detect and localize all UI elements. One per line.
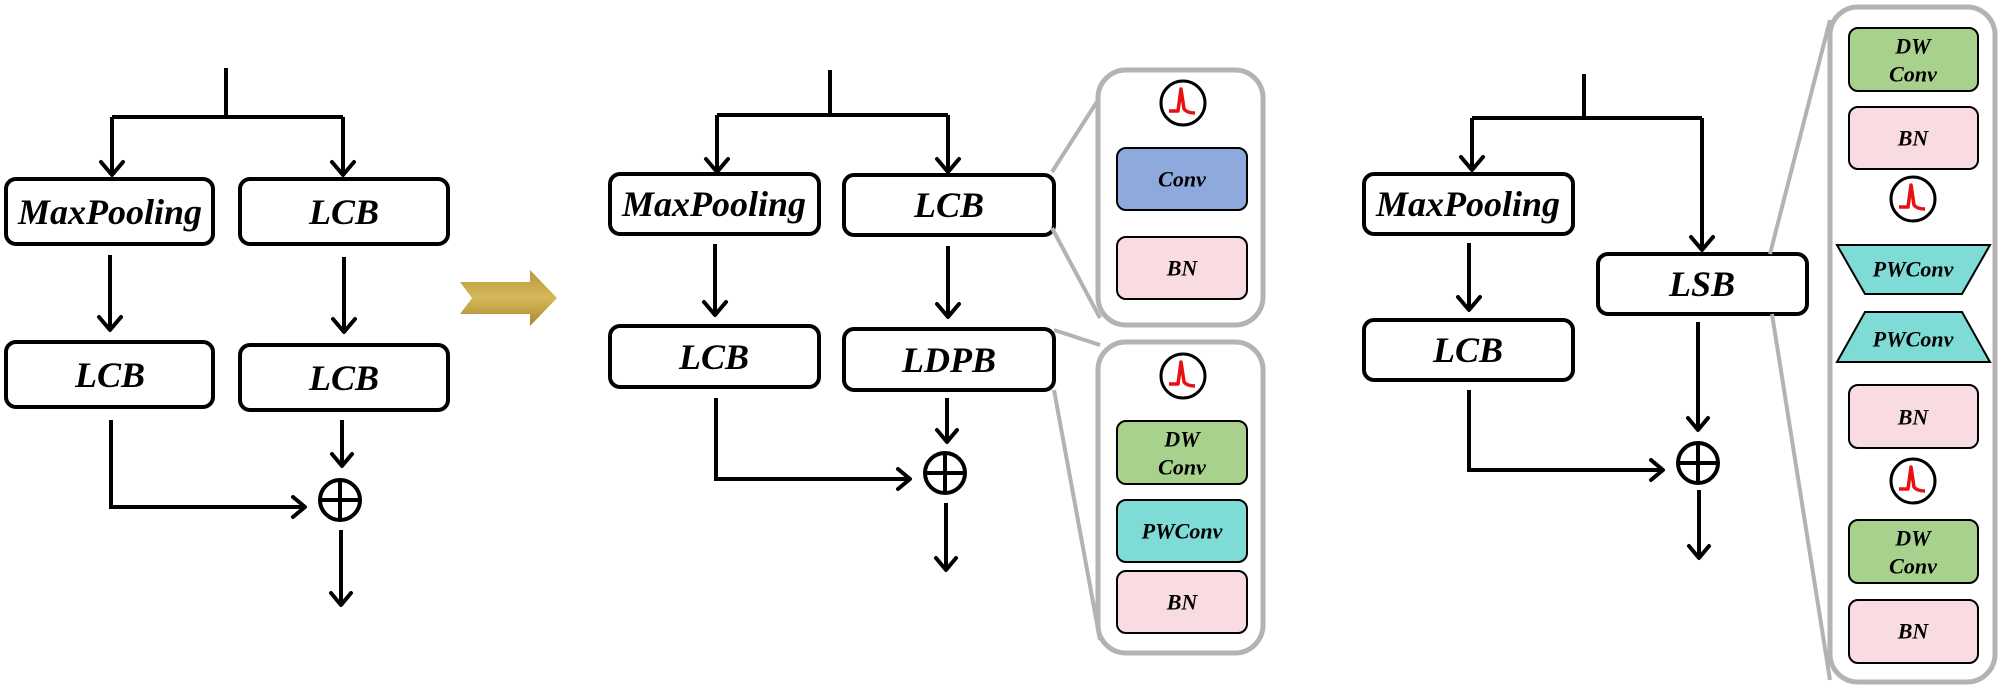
layer-label: BN — [1897, 126, 1930, 151]
arrow-head-icon — [97, 315, 123, 332]
layer-label: BN — [1166, 590, 1199, 615]
spike-activation-icon — [1889, 457, 1937, 505]
block-label: MaxPooling — [621, 184, 806, 224]
arrow-head-icon — [291, 495, 307, 519]
arrow-head-icon — [99, 160, 125, 177]
detail-connector — [1768, 19, 1832, 255]
spike-activation-icon — [1159, 352, 1207, 400]
right-arrow-icon — [460, 270, 557, 326]
layer-pwconv — [1116, 499, 1248, 563]
layer-bn — [1848, 106, 1979, 170]
spike-activation-icon — [1889, 175, 1937, 223]
arrow-head-icon — [1689, 235, 1715, 252]
block-lcb-bottom-right: LCB — [238, 343, 450, 412]
layer-bn — [1116, 570, 1248, 634]
skip-line — [714, 398, 910, 481]
diagram-3: MaxPooling LCB LSB DW C — [1362, 4, 1998, 685]
arrow-head-icon — [330, 452, 354, 468]
block-label: LSB — [1668, 264, 1735, 304]
block-lcb: LCB — [842, 173, 1056, 237]
block-label: LCB — [74, 355, 145, 395]
block-label: LCB — [308, 192, 379, 232]
skip-line — [1467, 390, 1663, 472]
arrow-head-icon — [330, 160, 356, 177]
arrow-head-icon — [935, 157, 961, 174]
ldpb-detail-panel: DW Conv PWConv BN — [1095, 339, 1266, 656]
block-maxpooling: MaxPooling — [1362, 172, 1575, 236]
arrow-head-icon — [935, 302, 961, 319]
add-icon — [1676, 441, 1720, 485]
block-label: LCB — [678, 337, 749, 377]
block-label: MaxPooling — [1375, 184, 1560, 224]
arrow-head-icon — [329, 591, 353, 607]
layer-label-line1: DW — [1163, 427, 1201, 452]
block-label: LDPB — [901, 340, 996, 380]
detail-connector — [1050, 227, 1102, 319]
arrow-head-icon — [1687, 544, 1711, 560]
detail-connector — [1770, 313, 1832, 681]
arrow-head-icon — [1456, 295, 1482, 312]
block-label: LCB — [913, 185, 984, 225]
layer-label: Conv — [1158, 167, 1206, 192]
arrow-head-icon — [1459, 155, 1485, 172]
block-label: LCB — [1432, 330, 1503, 370]
block-maxpooling: MaxPooling — [608, 172, 821, 236]
lsb-detail-panel: DW Conv BN PWConv PWConv BN DW Conv BN — [1827, 4, 1998, 685]
layer-dwconv — [1116, 420, 1248, 485]
layer-label-line2: Conv — [1158, 455, 1206, 480]
block-lcb: LCB — [1362, 318, 1575, 382]
diagram-2: MaxPooling LCB LCB LDPB — [608, 67, 1266, 656]
spike-activation-icon — [1159, 79, 1207, 127]
diagram-1: MaxPooling LCB LCB LCB — [4, 68, 450, 607]
layer-bn — [1116, 236, 1248, 300]
lcb-detail-panel: Conv BN — [1095, 67, 1266, 328]
arrow-head-icon — [1649, 458, 1665, 482]
add-icon — [923, 451, 967, 495]
detail-connector — [1050, 95, 1102, 174]
layer-label-line1: DW — [1894, 34, 1932, 59]
block-maxpooling: MaxPooling — [4, 177, 215, 246]
layer-label-line2: Conv — [1889, 554, 1937, 579]
arrow-head-icon — [331, 317, 357, 334]
layer-label: BN — [1897, 405, 1930, 430]
block-lcb-bottom: LCB — [608, 324, 821, 389]
arrow-head-icon — [935, 428, 959, 444]
layer-dwconv — [1848, 27, 1979, 92]
arrow-head-icon — [702, 300, 728, 317]
add-icon — [318, 478, 362, 522]
layer-pwconv-up — [1835, 311, 1992, 363]
layer-label: PWConv — [1141, 519, 1223, 544]
layer-label-line2: Conv — [1889, 62, 1937, 87]
layer-bn — [1848, 599, 1979, 664]
layer-label: PWConv — [1872, 257, 1954, 282]
layer-label: PWConv — [1872, 327, 1954, 352]
detail-connector — [1053, 328, 1101, 347]
layer-pwconv-down — [1835, 244, 1992, 295]
layer-conv — [1116, 147, 1248, 211]
layer-bn — [1848, 384, 1979, 449]
block-lsb: LSB — [1596, 252, 1809, 316]
arrow-head-icon — [896, 467, 912, 491]
block-lcb-bottom-left: LCB — [4, 340, 215, 409]
skip-line — [109, 420, 305, 509]
arrow-head-icon — [934, 556, 958, 572]
block-label: LCB — [308, 358, 379, 398]
layer-label: BN — [1897, 619, 1930, 644]
detail-connector — [1052, 389, 1102, 641]
layer-label-line1: DW — [1894, 526, 1932, 551]
layer-dwconv — [1848, 519, 1979, 584]
block-label: MaxPooling — [17, 192, 202, 232]
block-lcb: LCB — [238, 177, 450, 246]
arrow-head-icon — [1686, 416, 1710, 432]
block-ldpb: LDPB — [842, 327, 1056, 392]
layer-label: BN — [1166, 256, 1199, 281]
